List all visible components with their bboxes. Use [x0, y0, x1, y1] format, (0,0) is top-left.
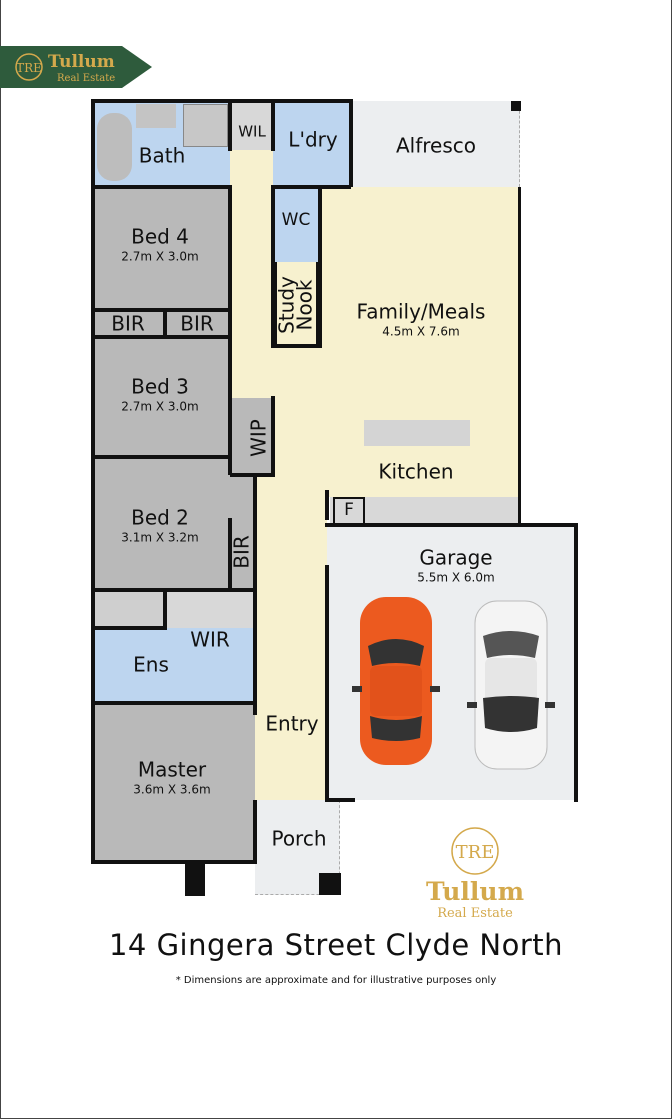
wall [349, 101, 353, 187]
room-ensuite [93, 628, 255, 703]
brand-logo: TRE Tullum Real Estate [426, 827, 524, 921]
wall [163, 310, 167, 337]
room-alfresco [351, 101, 520, 187]
wall [325, 523, 578, 527]
wall [518, 187, 521, 525]
label-bir-2: BIR [180, 311, 214, 336]
room-bed3 [93, 337, 230, 457]
label-ensuite: Ens [133, 652, 169, 677]
wall [93, 308, 230, 312]
wall [253, 800, 257, 864]
shower-icon [93, 590, 165, 628]
svg-text:Tullum: Tullum [48, 52, 115, 72]
wall [228, 518, 232, 590]
banner-shape: TRE Tullum Real Estate [0, 46, 152, 88]
svg-text:Real Estate: Real Estate [57, 73, 115, 84]
wall [91, 860, 257, 864]
room-family-meals [320, 187, 520, 497]
wall [271, 101, 275, 151]
wall [93, 455, 230, 459]
wall [271, 396, 275, 475]
disclaimer: * Dimensions are approximate and for ill… [175, 975, 497, 986]
label-wir: WIR [190, 627, 230, 652]
label-bir-3: BIR [229, 535, 254, 569]
label-bir-1: BIR [111, 311, 145, 336]
svg-text:TRE: TRE [456, 842, 495, 863]
wall [91, 99, 95, 864]
pillar [511, 101, 521, 111]
label-laundry: L'dry [288, 127, 338, 152]
wall [228, 101, 232, 151]
car-orange-icon [352, 597, 440, 765]
wall [91, 99, 353, 103]
room-entry [255, 475, 327, 800]
room-bir-1 [93, 310, 165, 337]
hallway-mid [273, 348, 320, 498]
pillar [185, 862, 205, 896]
wall [271, 185, 275, 348]
label-wc: WC [281, 210, 311, 231]
kitchen-island [364, 420, 470, 446]
room-master [93, 703, 255, 862]
car-white-icon [467, 600, 555, 770]
room-wc [273, 187, 320, 262]
label-bath: Bath [138, 143, 186, 168]
pillar [319, 873, 341, 895]
wall [93, 588, 255, 592]
wall [93, 335, 230, 339]
wall [230, 473, 275, 477]
wall [325, 565, 329, 802]
room-laundry [273, 101, 351, 187]
svg-text:Real Estate: Real Estate [437, 906, 513, 921]
wall [93, 626, 165, 630]
label-wip: WIP [246, 419, 271, 457]
property-address: 14 Gingera Street Clyde North [108, 928, 564, 962]
wall [273, 185, 351, 189]
room-bed4 [93, 187, 230, 310]
room-bir-2 [165, 310, 230, 337]
wall [253, 475, 257, 715]
wall [163, 590, 167, 630]
svg-text:Tullum: Tullum [426, 877, 524, 906]
label-porch: Porch [271, 826, 327, 851]
wall [318, 185, 322, 348]
bathtub-icon [97, 113, 132, 181]
wall [93, 185, 230, 189]
room-wil [230, 101, 273, 150]
wall [325, 798, 355, 802]
label-wil: WIL [238, 122, 266, 141]
label-entry: Entry [265, 711, 319, 736]
shower-icon [183, 104, 228, 147]
wall [228, 185, 232, 475]
brand-banner: TRE Tullum Real Estate [0, 46, 152, 88]
wall [325, 490, 329, 520]
label-fridge: F [344, 500, 354, 521]
svg-text:TRE: TRE [16, 61, 42, 75]
vanity-icon [136, 104, 176, 128]
wall [93, 701, 255, 705]
label-alfresco: Alfresco [395, 133, 477, 158]
label-nook: Nook [292, 279, 317, 331]
label-kitchen: Kitchen [378, 459, 454, 484]
wall [574, 523, 578, 802]
fridge-box [333, 497, 365, 525]
